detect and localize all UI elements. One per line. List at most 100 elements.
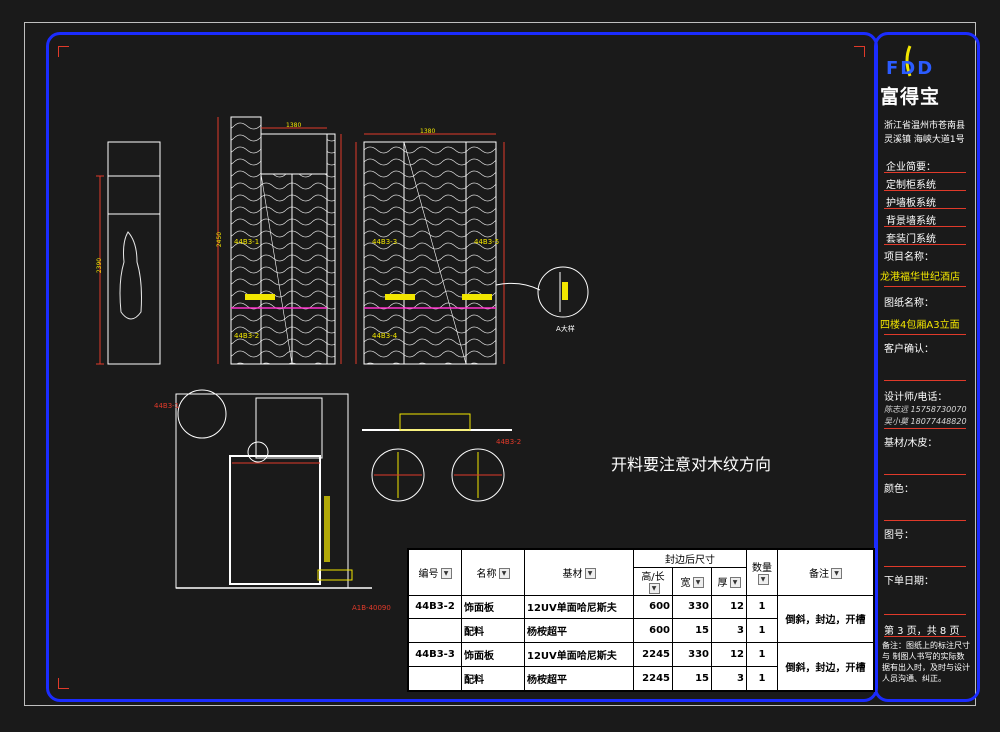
project-value: 龙港福华世纪酒店 bbox=[880, 272, 960, 283]
panel-label: 44B3-1 bbox=[234, 238, 260, 246]
elevation-left-panels bbox=[217, 116, 342, 365]
cell-name: 配料 bbox=[461, 666, 525, 691]
cell-height: 600 bbox=[633, 594, 673, 620]
cell-name: 饰面板 bbox=[461, 594, 525, 620]
grain-direction-note: 开料要注意对木纹方向 bbox=[611, 455, 772, 474]
col-edge-size-header: 封边后尺寸 bbox=[633, 549, 747, 568]
profile-item: 背景墙系统 bbox=[886, 216, 936, 227]
col-width-header: 宽▼ bbox=[672, 567, 712, 596]
brand-name: 富得宝 bbox=[880, 86, 941, 108]
cell-base: 杨桉超平 bbox=[524, 618, 634, 644]
filter-dropdown-icon[interactable]: ▼ bbox=[440, 568, 452, 580]
cell-qty: 1 bbox=[746, 642, 778, 668]
drawing-value: 四楼4包厢A3立面 bbox=[880, 320, 960, 331]
panel-label: 44B3-4 bbox=[372, 332, 398, 340]
detail-circle-a bbox=[495, 266, 589, 318]
cell-code bbox=[408, 666, 462, 691]
section-tag: 44B3-2 bbox=[496, 438, 522, 446]
cell-width: 15 bbox=[672, 618, 712, 644]
filter-dropdown-icon[interactable]: ▼ bbox=[831, 568, 842, 580]
plan-details bbox=[362, 413, 512, 502]
table-row: 配料 杨桉超平 2245 15 3 1 bbox=[408, 666, 874, 691]
cell-qty: 1 bbox=[746, 618, 778, 644]
parts-table: 编号▼ 名称▼ 基材▼ 封边后尺寸 数量▼ 备注▼ 高/长▼ 宽▼ 厚▼ 44B… bbox=[407, 548, 875, 692]
panel-label: 44B3-5 bbox=[474, 238, 500, 246]
designer-line: 吴小莫 18077448820 bbox=[884, 417, 967, 426]
cell-thick: 3 bbox=[711, 618, 747, 644]
section-tag: 44B3-1 bbox=[154, 402, 180, 410]
table-row: 44B3-2 饰面板 12UV单面哈尼斯夫 600 330 12 1 倒斜，封边… bbox=[408, 594, 874, 644]
cell-name: 饰面板 bbox=[461, 642, 525, 668]
title-block-frame bbox=[874, 32, 980, 702]
col-remark-header: 备注▼ bbox=[777, 549, 874, 596]
table-row: 配料 杨桉超平 600 15 3 1 bbox=[408, 618, 874, 644]
material-label: 基材/木皮： bbox=[884, 438, 938, 449]
cell-height: 2245 bbox=[633, 666, 673, 691]
profile-heading: 企业简要： bbox=[886, 162, 936, 173]
cell-thick: 12 bbox=[711, 594, 747, 620]
dimension-label: 2450 bbox=[216, 231, 224, 248]
address-line: 灵溪镇 海峡大道1号 bbox=[884, 135, 965, 145]
profile-item: 定制柜系统 bbox=[886, 180, 936, 191]
designer-line: 陈志远 15758730070 bbox=[884, 405, 967, 414]
detail-label: A大样 bbox=[556, 325, 575, 333]
color-label: 颜色： bbox=[884, 484, 914, 495]
wardrobe-side-view bbox=[96, 141, 161, 365]
bottom-tag: A1B-40090 bbox=[352, 604, 391, 612]
filter-dropdown-icon[interactable]: ▼ bbox=[692, 577, 704, 589]
logo-swoosh bbox=[905, 45, 912, 77]
cell-thick: 12 bbox=[711, 642, 747, 668]
cell-remark: 倒斜，封边，开槽 bbox=[777, 594, 874, 644]
cell-code: 44B3-3 bbox=[408, 642, 462, 668]
drawing-number-label: 图号： bbox=[884, 530, 914, 541]
panel-label: 44B3-3 bbox=[372, 238, 398, 246]
col-code-header: 编号▼ bbox=[408, 549, 462, 596]
corner-mark bbox=[854, 46, 865, 57]
dimension-label: 1380 bbox=[286, 122, 302, 129]
cell-qty: 1 bbox=[746, 666, 778, 691]
page-indicator: 第 3 页，共 8 页 bbox=[884, 626, 960, 637]
cell-remark: 倒斜，封边，开槽 bbox=[777, 642, 874, 691]
filter-dropdown-icon[interactable]: ▼ bbox=[648, 583, 660, 594]
cell-code bbox=[408, 618, 462, 644]
cell-code: 44B3-2 bbox=[408, 594, 462, 620]
col-height-header: 高/长▼ bbox=[633, 567, 673, 596]
filter-dropdown-icon[interactable]: ▼ bbox=[584, 568, 596, 580]
outer-frame bbox=[24, 22, 976, 706]
profile-item: 套装门系统 bbox=[886, 234, 936, 245]
cell-height: 600 bbox=[633, 618, 673, 644]
remarks-note: 备注：图纸上的标注尺寸与 制图人书写的实际数据有出入时，及时与设计人员沟通、纠正… bbox=[882, 641, 970, 683]
table-row: 44B3-3 饰面板 12UV单面哈尼斯夫 2245 330 12 1 倒斜，封… bbox=[408, 642, 874, 691]
address-line: 浙江省温州市苍南县 bbox=[884, 121, 966, 131]
cell-base: 杨桉超平 bbox=[524, 666, 634, 691]
filter-dropdown-icon[interactable]: ▼ bbox=[498, 568, 510, 580]
profile-item: 护墙板系统 bbox=[886, 198, 936, 209]
cell-name: 配料 bbox=[461, 618, 525, 644]
dimension-label: 2390 bbox=[96, 257, 104, 274]
filter-dropdown-icon[interactable]: ▼ bbox=[729, 577, 741, 589]
cell-height: 2245 bbox=[633, 642, 673, 668]
cell-base: 12UV单面哈尼斯夫 bbox=[524, 642, 634, 668]
col-base-header: 基材▼ bbox=[524, 549, 634, 596]
cell-thick: 3 bbox=[711, 666, 747, 691]
cell-width: 330 bbox=[672, 642, 712, 668]
cell-qty: 1 bbox=[746, 594, 778, 620]
col-qty-header: 数量▼ bbox=[746, 549, 778, 596]
drawing-label: 图纸名称： bbox=[884, 298, 934, 309]
panel-label: 44B3-2 bbox=[234, 332, 260, 340]
cell-width: 15 bbox=[672, 666, 712, 691]
brand-letters: FDD bbox=[886, 58, 935, 79]
cell-width: 330 bbox=[672, 594, 712, 620]
col-thick-header: 厚▼ bbox=[711, 567, 747, 596]
client-confirm-label: 客户确认： bbox=[884, 344, 934, 355]
designer-label: 设计师/电话： bbox=[884, 392, 948, 403]
corner-mark bbox=[58, 46, 69, 57]
filter-dropdown-icon[interactable]: ▼ bbox=[757, 574, 769, 585]
corner-mark bbox=[58, 678, 69, 689]
project-label: 项目名称： bbox=[884, 252, 934, 263]
order-date-label: 下单日期： bbox=[884, 576, 934, 587]
cell-base: 12UV单面哈尼斯夫 bbox=[524, 594, 634, 620]
elevation-right-panels bbox=[355, 133, 505, 365]
